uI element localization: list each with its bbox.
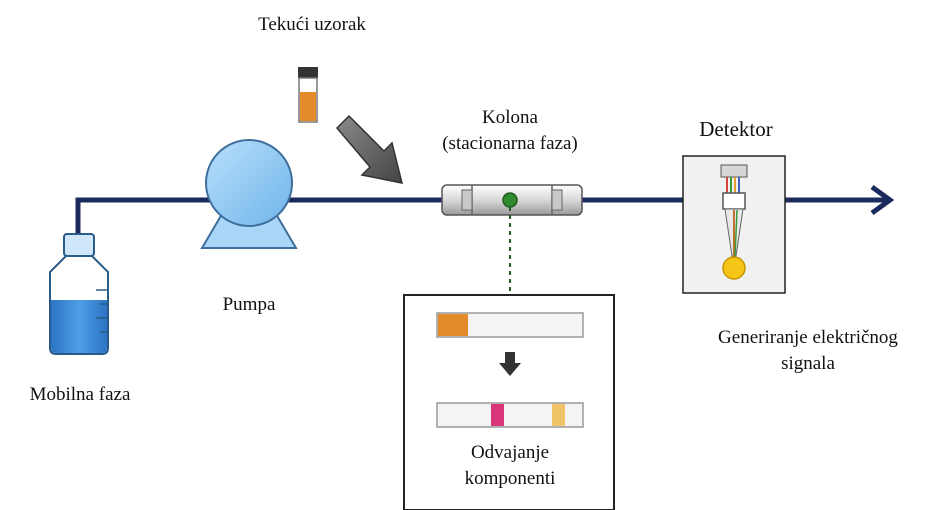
signal-label-line2: signala bbox=[781, 353, 835, 374]
sample-vial bbox=[298, 67, 318, 123]
bottle-liquid bbox=[51, 300, 107, 353]
detector-bulb bbox=[722, 256, 746, 280]
separation-label-line1: Odvajanje bbox=[470, 442, 550, 463]
mobile-phase-label: Mobilna faza bbox=[29, 384, 131, 405]
pump bbox=[200, 139, 298, 249]
band-magenta bbox=[491, 404, 504, 426]
column-label-line1: Kolona bbox=[482, 107, 538, 128]
sample-band-initial bbox=[438, 314, 468, 336]
column bbox=[441, 184, 583, 216]
column-sample-dot bbox=[502, 192, 518, 208]
mobile-phase-bottle bbox=[49, 233, 109, 355]
detector-label: Detektor bbox=[699, 117, 773, 141]
separation-down-arrow bbox=[499, 352, 521, 376]
separation-box bbox=[403, 294, 615, 510]
pump-label: Pumpa bbox=[222, 294, 276, 315]
injection-arrow bbox=[335, 114, 404, 184]
detector bbox=[682, 155, 786, 294]
outlet-arrow-head bbox=[870, 184, 895, 216]
sample-label: Tekući uzorak bbox=[258, 14, 366, 35]
sample-liquid bbox=[300, 92, 316, 121]
band-yellow bbox=[552, 404, 565, 426]
signal-label-line1: Generiranje električnog bbox=[718, 327, 898, 348]
column-label-line2: (stacionarna faza) bbox=[442, 133, 578, 154]
separation-label-line2: komponenti bbox=[464, 468, 556, 489]
